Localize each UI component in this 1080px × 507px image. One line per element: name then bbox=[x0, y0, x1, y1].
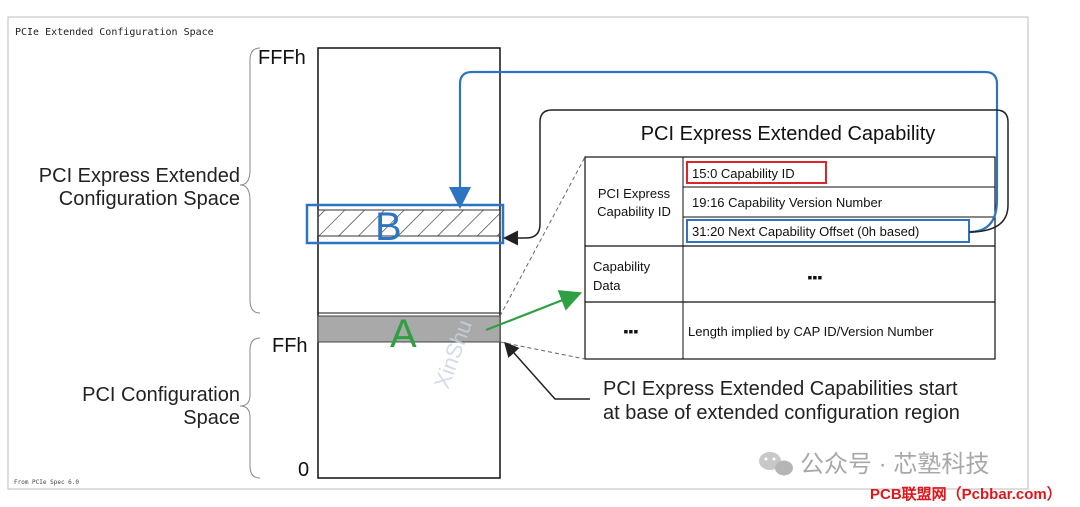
address-zero: 0 bbox=[298, 459, 309, 481]
wechat-account-text: 公众号 · 芯塾科技 bbox=[800, 451, 989, 478]
region-a-block bbox=[317, 315, 501, 343]
region-b-block bbox=[317, 209, 501, 237]
next-pointer-arrow-blue bbox=[449, 70, 999, 234]
capability-id-highlight bbox=[686, 161, 827, 184]
projection-line-top bbox=[499, 156, 586, 317]
site-watermark: PCB联盟网（Pcbbar.com） bbox=[870, 485, 1062, 503]
capability-table bbox=[584, 156, 996, 360]
outer-frame bbox=[7, 16, 1029, 490]
wechat-watermark: 公众号 · 芯塾科技 bbox=[759, 451, 989, 478]
annotation-line1: PCI Express Extended Capabilities start bbox=[603, 378, 958, 400]
label-config-space-line1: PCI Configuration bbox=[82, 384, 240, 406]
row2-value-ellipsis: ▪▪▪ bbox=[808, 269, 823, 285]
field-capability-version: 19:16 Capability Version Number bbox=[692, 195, 883, 210]
row3-length-text: Length implied by CAP ID/Version Number bbox=[688, 324, 934, 339]
address-fffh: FFFh bbox=[258, 47, 306, 69]
annotation-arrow bbox=[504, 341, 590, 400]
footer-source: From PCIe Spec 6.0 bbox=[14, 479, 79, 486]
field-next-capability-offset: 31:20 Next Capability Offset (0h based) bbox=[692, 224, 919, 239]
brace-config bbox=[239, 337, 261, 479]
row1-label-line1: PCI Express bbox=[598, 186, 671, 201]
marker-b: B bbox=[375, 205, 402, 249]
row3-label-ellipsis: ▪▪▪ bbox=[624, 323, 639, 339]
address-ffh: FFh bbox=[272, 335, 308, 357]
next-pointer-arrow-black bbox=[503, 109, 1009, 246]
label-extended-space-line1: PCI Express Extended bbox=[39, 165, 240, 187]
label-config-space-line2: Space bbox=[183, 407, 240, 429]
row2-label-line1: Capability bbox=[593, 259, 651, 274]
region-a-arrow-green bbox=[485, 290, 583, 332]
label-extended-space-line2: Configuration Space bbox=[59, 188, 240, 210]
header-title: PCIe Extended Configuration Space bbox=[15, 27, 214, 38]
brace-extended bbox=[239, 47, 261, 314]
row2-label-line2: Data bbox=[593, 278, 621, 293]
region-b-highlight bbox=[305, 203, 505, 245]
capability-title: PCI Express Extended Capability bbox=[641, 123, 936, 145]
field-capability-id: 15:0 Capability ID bbox=[692, 166, 795, 181]
marker-a: A bbox=[390, 312, 417, 356]
annotation-line2: at base of extended configuration region bbox=[603, 402, 960, 424]
wechat-icon bbox=[759, 452, 793, 476]
memory-column bbox=[317, 47, 501, 479]
row1-label-line2: Capability ID bbox=[597, 204, 671, 219]
